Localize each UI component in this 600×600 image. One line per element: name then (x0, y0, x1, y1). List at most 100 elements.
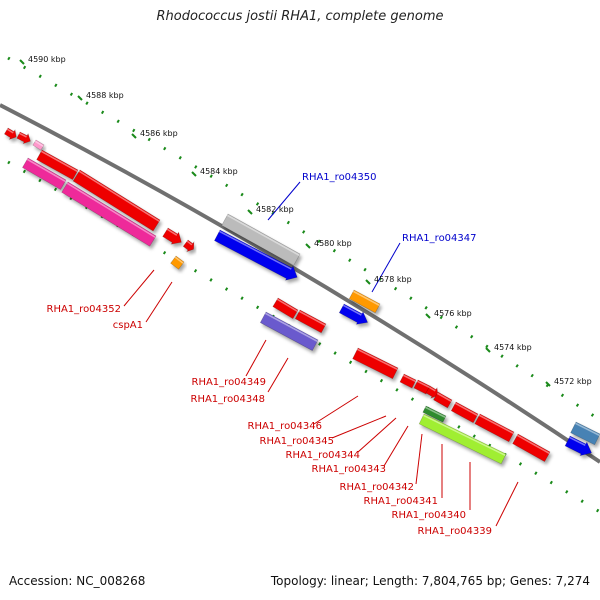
gene-red-6-highlight (356, 348, 398, 371)
gene-label-bottom: RHA1_ro04352 (47, 304, 122, 315)
gene-red-5-body (294, 309, 327, 334)
scale-tick-label: 4588 kbp (86, 91, 124, 100)
gene-label-bottom: RHA1_ro04349 (192, 377, 267, 388)
gene-label-bottom: RHA1_ro04340 (392, 510, 467, 521)
gene-lime-highlight (423, 414, 506, 457)
gene-red-9-body (425, 385, 439, 399)
gene-red-11-body (450, 401, 479, 424)
gene-blue-3-body (564, 435, 592, 457)
scale-tick-mark (19, 59, 25, 65)
scale-tick-mark (247, 209, 253, 215)
leader-bottom (267, 357, 289, 393)
scale-tick-label: 4582 kbp (256, 205, 294, 214)
genome-summary-text: Topology: linear; Length: 7,804,765 bp; … (270, 574, 590, 588)
gene-magenta-2-body (61, 181, 157, 247)
gene-red-8 (413, 379, 431, 395)
gene-cspA1-highlight (174, 256, 184, 264)
gene-red-8-highlight (416, 380, 430, 389)
gene-label-top: RHA1_ro04350 (302, 172, 377, 183)
gene-red-1 (36, 149, 79, 181)
gene-ro04347-body (348, 289, 381, 314)
gene-ro04349-body (259, 311, 319, 351)
scale-tick-label: 4580 kbp (314, 239, 352, 248)
gene-pink-small (32, 139, 45, 151)
gene-red-small-2-body (16, 131, 31, 145)
gene-ro04350-body (221, 213, 301, 266)
gene-blue-2 (338, 303, 369, 325)
gene-red-2-body (72, 169, 161, 232)
gene-label-bottom: RHA1_ro04343 (312, 464, 387, 475)
gene-red-12-highlight (478, 414, 514, 434)
gene-darkgreen (422, 405, 447, 423)
leader-bottom (313, 395, 359, 425)
scale-tick-mark (425, 313, 431, 319)
gene-ro04350 (221, 213, 301, 266)
gene-red-tiny-body (182, 239, 195, 253)
gene-steelblue (570, 421, 600, 446)
gene-ro04347-highlight (352, 290, 380, 306)
chromosome-backbone (0, 103, 600, 464)
scale-tick-label: 4590 kbp (28, 55, 66, 64)
gene-red-tiny-highlight (186, 240, 193, 246)
gene-red-3-highlight (166, 228, 178, 236)
scale-tick-label: 4584 kbp (200, 167, 238, 176)
scale-tick-mark (485, 347, 491, 353)
gene-magenta-1-body (22, 157, 67, 190)
gene-blue-3 (564, 435, 592, 457)
scale-tick-mark (191, 171, 197, 177)
gene-red-6 (352, 347, 399, 380)
gene-red-small-1-body (3, 127, 17, 140)
gene-red-small-2 (16, 131, 31, 145)
leader-bottom (331, 415, 387, 439)
scale-tick-mark (131, 133, 137, 139)
scale-tick-mark (365, 279, 371, 285)
gene-ro04349-highlight (264, 312, 318, 342)
gene-red-small-1 (3, 127, 17, 140)
gene-red-4 (272, 297, 299, 319)
gene-cspA1-body (170, 255, 185, 270)
chromosome-backbone-layer (0, 103, 600, 464)
gene-ro04347 (348, 289, 381, 314)
leader-top (267, 181, 301, 221)
gene-magenta-2 (61, 181, 157, 247)
gene-red-10 (433, 391, 453, 409)
gene-label-bottom: RHA1_ro04339 (418, 526, 493, 537)
gene-red-5-highlight (298, 310, 326, 326)
genes-layer (3, 127, 600, 465)
gene-red-8-body (413, 379, 431, 395)
gene-red-6-body (352, 347, 399, 380)
gene-red-tiny (182, 239, 195, 253)
gene-magenta-2-highlight (66, 182, 156, 238)
leader-bottom (357, 417, 397, 453)
gene-label-bottom: RHA1_ro04342 (340, 482, 415, 493)
scale-tick-mark (545, 381, 551, 387)
gene-red-small-2-highlight (18, 132, 27, 138)
gene-label-bottom: cspA1 (113, 320, 143, 331)
gene-label-bottom: RHA1_ro04344 (286, 450, 361, 461)
gene-red-13 (512, 433, 551, 462)
gene-label-top: RHA1_ro04347 (402, 233, 477, 244)
leader-bottom (145, 281, 173, 323)
gene-red-10-body (433, 391, 453, 409)
dotted-tracks (7, 56, 600, 514)
gene-red-10-highlight (436, 392, 452, 402)
genome-title: Rhodococcus jostii RHA1, complete genome (156, 9, 444, 24)
gene-steelblue-highlight (574, 422, 600, 437)
leader-bottom (495, 481, 519, 527)
leader-bottom (123, 269, 155, 307)
gene-blue-1 (214, 229, 298, 281)
gene-lime-body (418, 413, 507, 465)
scale-tick-label: 4578 kbp (374, 275, 412, 284)
gene-pink-small-body (32, 139, 45, 151)
gene-red-9 (425, 385, 439, 399)
gene-label-bottom: RHA1_ro04346 (248, 421, 323, 432)
gene-label-bottom: RHA1_ro04341 (364, 496, 439, 507)
gene-red-3 (162, 227, 182, 245)
scale-tick-label: 4572 kbp (554, 377, 592, 386)
gene-label-bottom: RHA1_ro04345 (260, 436, 335, 447)
scale-tick-label: 4574 kbp (494, 343, 532, 352)
gene-red-12 (474, 413, 515, 443)
